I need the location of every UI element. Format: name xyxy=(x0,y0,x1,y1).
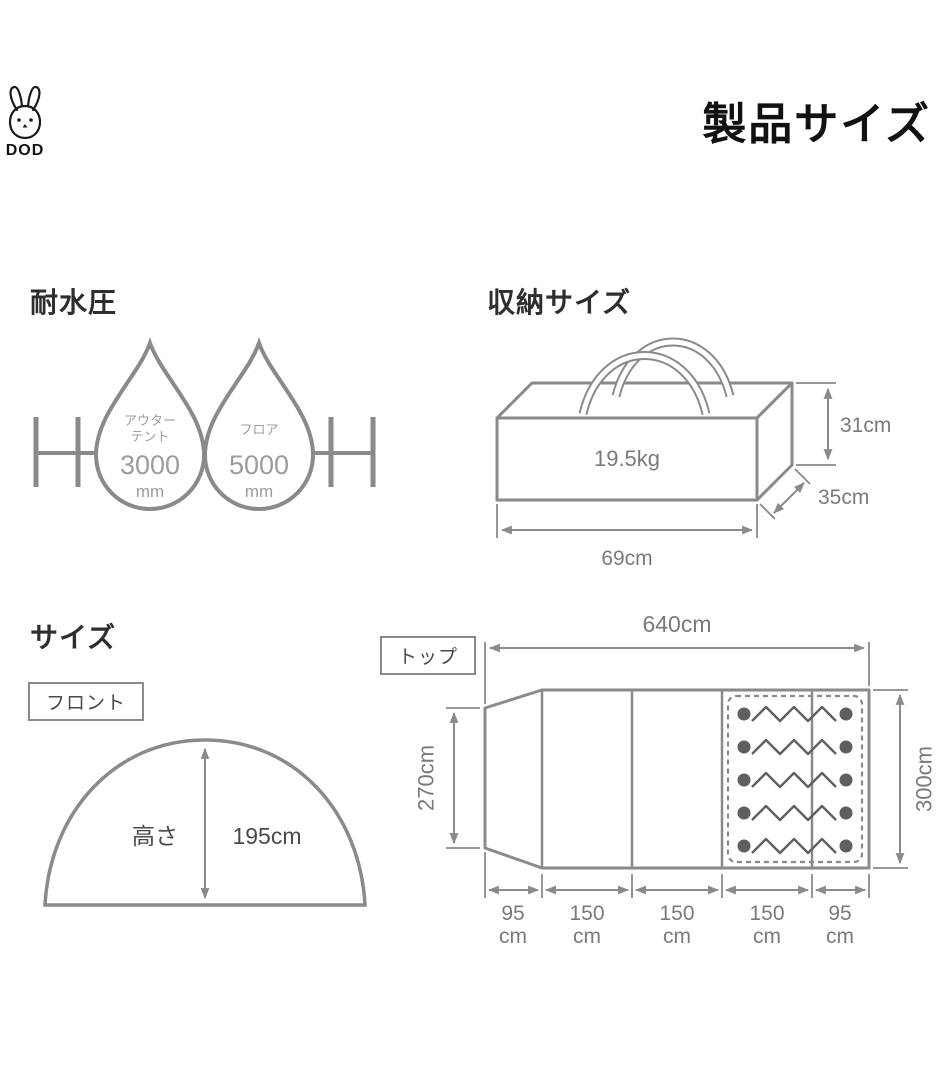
floor-drop-labels: フロア 5000 mm xyxy=(229,422,289,501)
page-title: 製品サイズ xyxy=(702,100,931,149)
water-resistance-heading: 耐水圧 xyxy=(30,287,118,318)
right-height-value: 300cm xyxy=(912,746,937,812)
front-view-diagram: 高さ 195cm xyxy=(43,738,367,907)
segment-labels: 95 cm 150 cm 150 cm 150 cm 95 cm xyxy=(499,902,854,948)
floor-value: 5000 xyxy=(229,450,289,480)
segment-unit: cm xyxy=(826,925,854,948)
brand-logo-text: DOD xyxy=(5,142,45,159)
bag-handle xyxy=(578,337,735,416)
segment-value: 150 xyxy=(749,902,784,925)
floorplan-dividers xyxy=(540,690,814,868)
storage-bag-diagram: 19.5kg 31cm 35cm 69cm xyxy=(495,337,891,570)
storage-height-value: 31cm xyxy=(840,414,891,437)
outer-tent-drop-shape xyxy=(93,337,207,511)
front-view-tag: フロント xyxy=(28,682,145,721)
segment-unit: cm xyxy=(663,925,691,948)
total-width-dimension: 640cm xyxy=(484,611,870,704)
outer-tent-label-line2: テント xyxy=(130,429,169,444)
size-heading: サイズ xyxy=(30,622,117,653)
sleeper-icon xyxy=(737,738,853,756)
dod-rabbit-logo-icon xyxy=(8,85,42,140)
storage-bag-shape xyxy=(495,381,794,502)
dome-height-value: 195cm xyxy=(232,823,301,849)
segment-value: 95 xyxy=(828,902,851,925)
total-width-value: 640cm xyxy=(642,611,711,637)
brand-logo: DOD xyxy=(0,84,56,160)
outer-tent-value: 3000 xyxy=(120,450,180,480)
sleeper-icon xyxy=(737,771,853,789)
storage-depth-value: 35cm xyxy=(818,486,869,509)
water-resistance-diagram: アウター テント 3000 mm フロア 5000 mm xyxy=(33,337,376,511)
storage-size-heading: 収納サイズ xyxy=(487,287,632,318)
storage-width-value: 69cm xyxy=(601,547,652,570)
sleeper-icons xyxy=(737,705,853,855)
sleeping-area-dashed-outline xyxy=(726,694,864,864)
outer-tent-drop-labels: アウター テント 3000 mm xyxy=(120,413,180,501)
segment-unit: cm xyxy=(753,925,781,948)
floor-drop-shape xyxy=(202,337,316,511)
floor-unit: mm xyxy=(245,482,273,501)
storage-width-dimension: 69cm xyxy=(496,504,758,570)
left-height-dimension: 270cm xyxy=(414,707,480,849)
sleeper-icon xyxy=(737,705,853,723)
segment-unit: cm xyxy=(573,925,601,948)
outer-tent-unit: mm xyxy=(136,482,164,501)
storage-weight-label: 19.5kg xyxy=(594,446,660,471)
sleeper-icon xyxy=(737,837,853,855)
left-height-value: 270cm xyxy=(414,745,439,811)
segment-value: 95 xyxy=(501,902,524,925)
segment-unit: cm xyxy=(499,925,527,948)
bottom-segment-dimensions: 95 cm 150 cm 150 cm 150 cm 95 cm xyxy=(484,852,870,948)
storage-height-dimension: 31cm xyxy=(796,382,891,466)
segment-value: 150 xyxy=(659,902,694,925)
segment-value: 150 xyxy=(569,902,604,925)
top-view-tag: トップ xyxy=(380,636,477,675)
storage-depth-dimension: 35cm xyxy=(759,468,869,520)
sleeper-icon xyxy=(737,804,853,822)
outer-tent-label-line1: アウター xyxy=(124,413,176,428)
right-height-dimension: 300cm xyxy=(873,689,937,869)
dome-height-label: 高さ xyxy=(132,823,178,849)
floor-label: フロア xyxy=(239,422,278,437)
top-view-diagram: 640cm 270cm 300cm xyxy=(414,611,937,948)
